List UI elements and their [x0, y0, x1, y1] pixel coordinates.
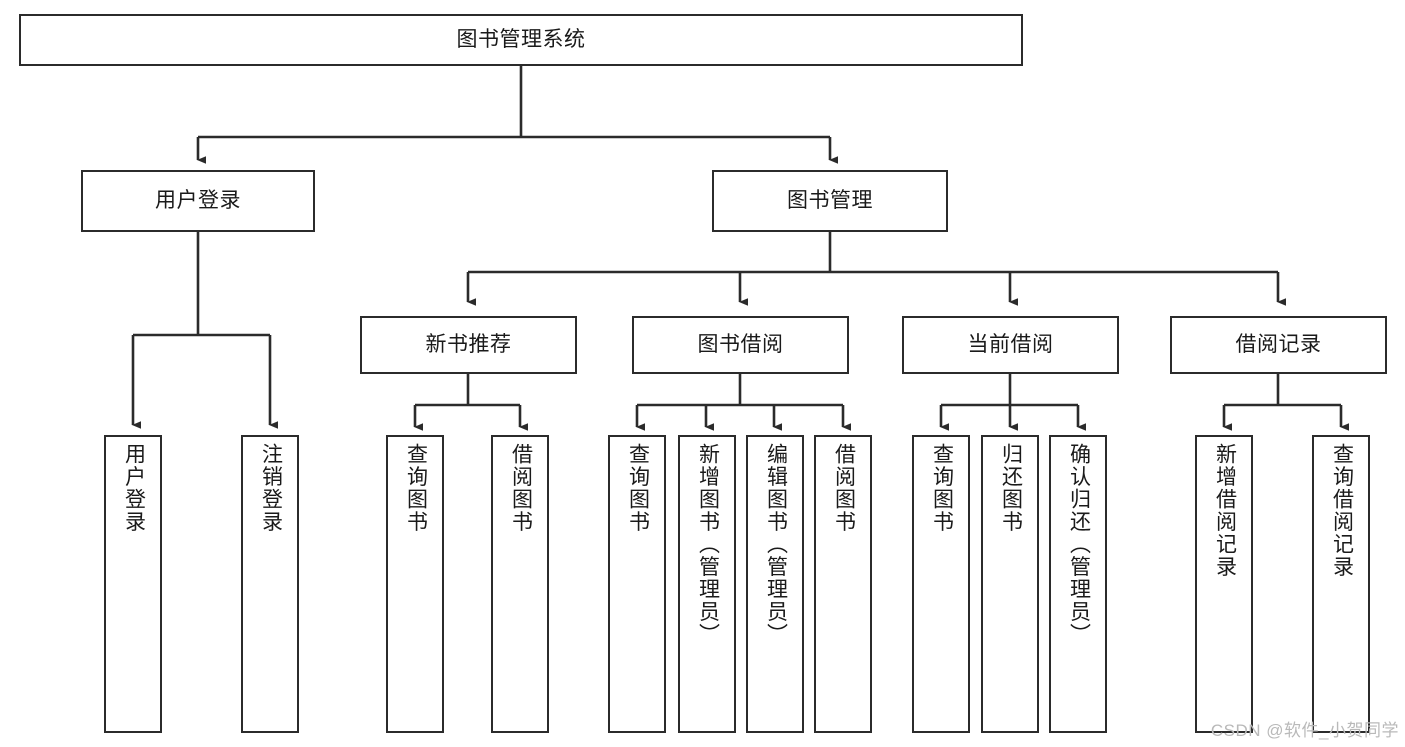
node-borrow-record[interactable]: 借阅记录 — [1170, 316, 1387, 374]
node-leaf-edit-book-label: 编辑图书（管理员） — [764, 443, 788, 646]
node-current-borrow-label: 当前借阅 — [967, 332, 1054, 356]
node-leaf-user-login-label: 用户登录 — [122, 443, 146, 533]
node-leaf-add-book-label: 新增图书（管理员） — [696, 443, 720, 646]
node-user-login-label: 用户登录 — [155, 188, 241, 212]
node-leaf-user-logout-label: 注销登录 — [259, 443, 283, 533]
node-leaf-add-book[interactable]: 新增图书（管理员） — [678, 435, 736, 733]
node-leaf-query-book-2-label: 查询图书 — [626, 443, 650, 533]
node-root[interactable]: 图书管理系统 — [19, 14, 1023, 66]
node-leaf-query-book-2[interactable]: 查询图书 — [608, 435, 666, 733]
node-leaf-query-book-1[interactable]: 查询图书 — [386, 435, 444, 733]
node-leaf-query-book-3[interactable]: 查询图书 — [912, 435, 970, 733]
node-leaf-return-book-label: 归还图书 — [999, 443, 1023, 533]
node-leaf-return-book[interactable]: 归还图书 — [981, 435, 1039, 733]
node-leaf-borrow-book-2[interactable]: 借阅图书 — [814, 435, 872, 733]
node-book-borrow[interactable]: 图书借阅 — [632, 316, 849, 374]
node-leaf-query-book-3-label: 查询图书 — [930, 443, 954, 533]
node-user-login[interactable]: 用户登录 — [81, 170, 315, 232]
node-root-label: 图书管理系统 — [456, 27, 586, 51]
node-current-borrow[interactable]: 当前借阅 — [902, 316, 1119, 374]
node-leaf-edit-book[interactable]: 编辑图书（管理员） — [746, 435, 804, 733]
node-leaf-add-record[interactable]: 新增借阅记录 — [1195, 435, 1253, 733]
node-book-manage[interactable]: 图书管理 — [712, 170, 948, 232]
node-new-book-rec-label: 新书推荐 — [425, 332, 512, 356]
node-borrow-record-label: 借阅记录 — [1235, 332, 1322, 356]
node-leaf-query-record[interactable]: 查询借阅记录 — [1312, 435, 1370, 733]
node-leaf-query-record-label: 查询借阅记录 — [1330, 443, 1354, 578]
node-leaf-query-book-1-label: 查询图书 — [404, 443, 428, 533]
node-leaf-borrow-book-1[interactable]: 借阅图书 — [491, 435, 549, 733]
node-book-manage-label: 图书管理 — [787, 188, 873, 212]
node-leaf-add-record-label: 新增借阅记录 — [1213, 443, 1237, 578]
node-leaf-borrow-book-1-label: 借阅图书 — [509, 443, 533, 533]
node-leaf-user-logout[interactable]: 注销登录 — [241, 435, 299, 733]
node-leaf-user-login[interactable]: 用户登录 — [104, 435, 162, 733]
node-book-borrow-label: 图书借阅 — [697, 332, 784, 356]
node-leaf-confirm-return-label: 确认归还（管理员） — [1067, 443, 1091, 646]
node-leaf-borrow-book-2-label: 借阅图书 — [832, 443, 856, 533]
csdn-watermark: CSDN @软件_小贺同学 — [1210, 721, 1399, 740]
node-leaf-confirm-return[interactable]: 确认归还（管理员） — [1049, 435, 1107, 733]
node-new-book-rec[interactable]: 新书推荐 — [360, 316, 577, 374]
